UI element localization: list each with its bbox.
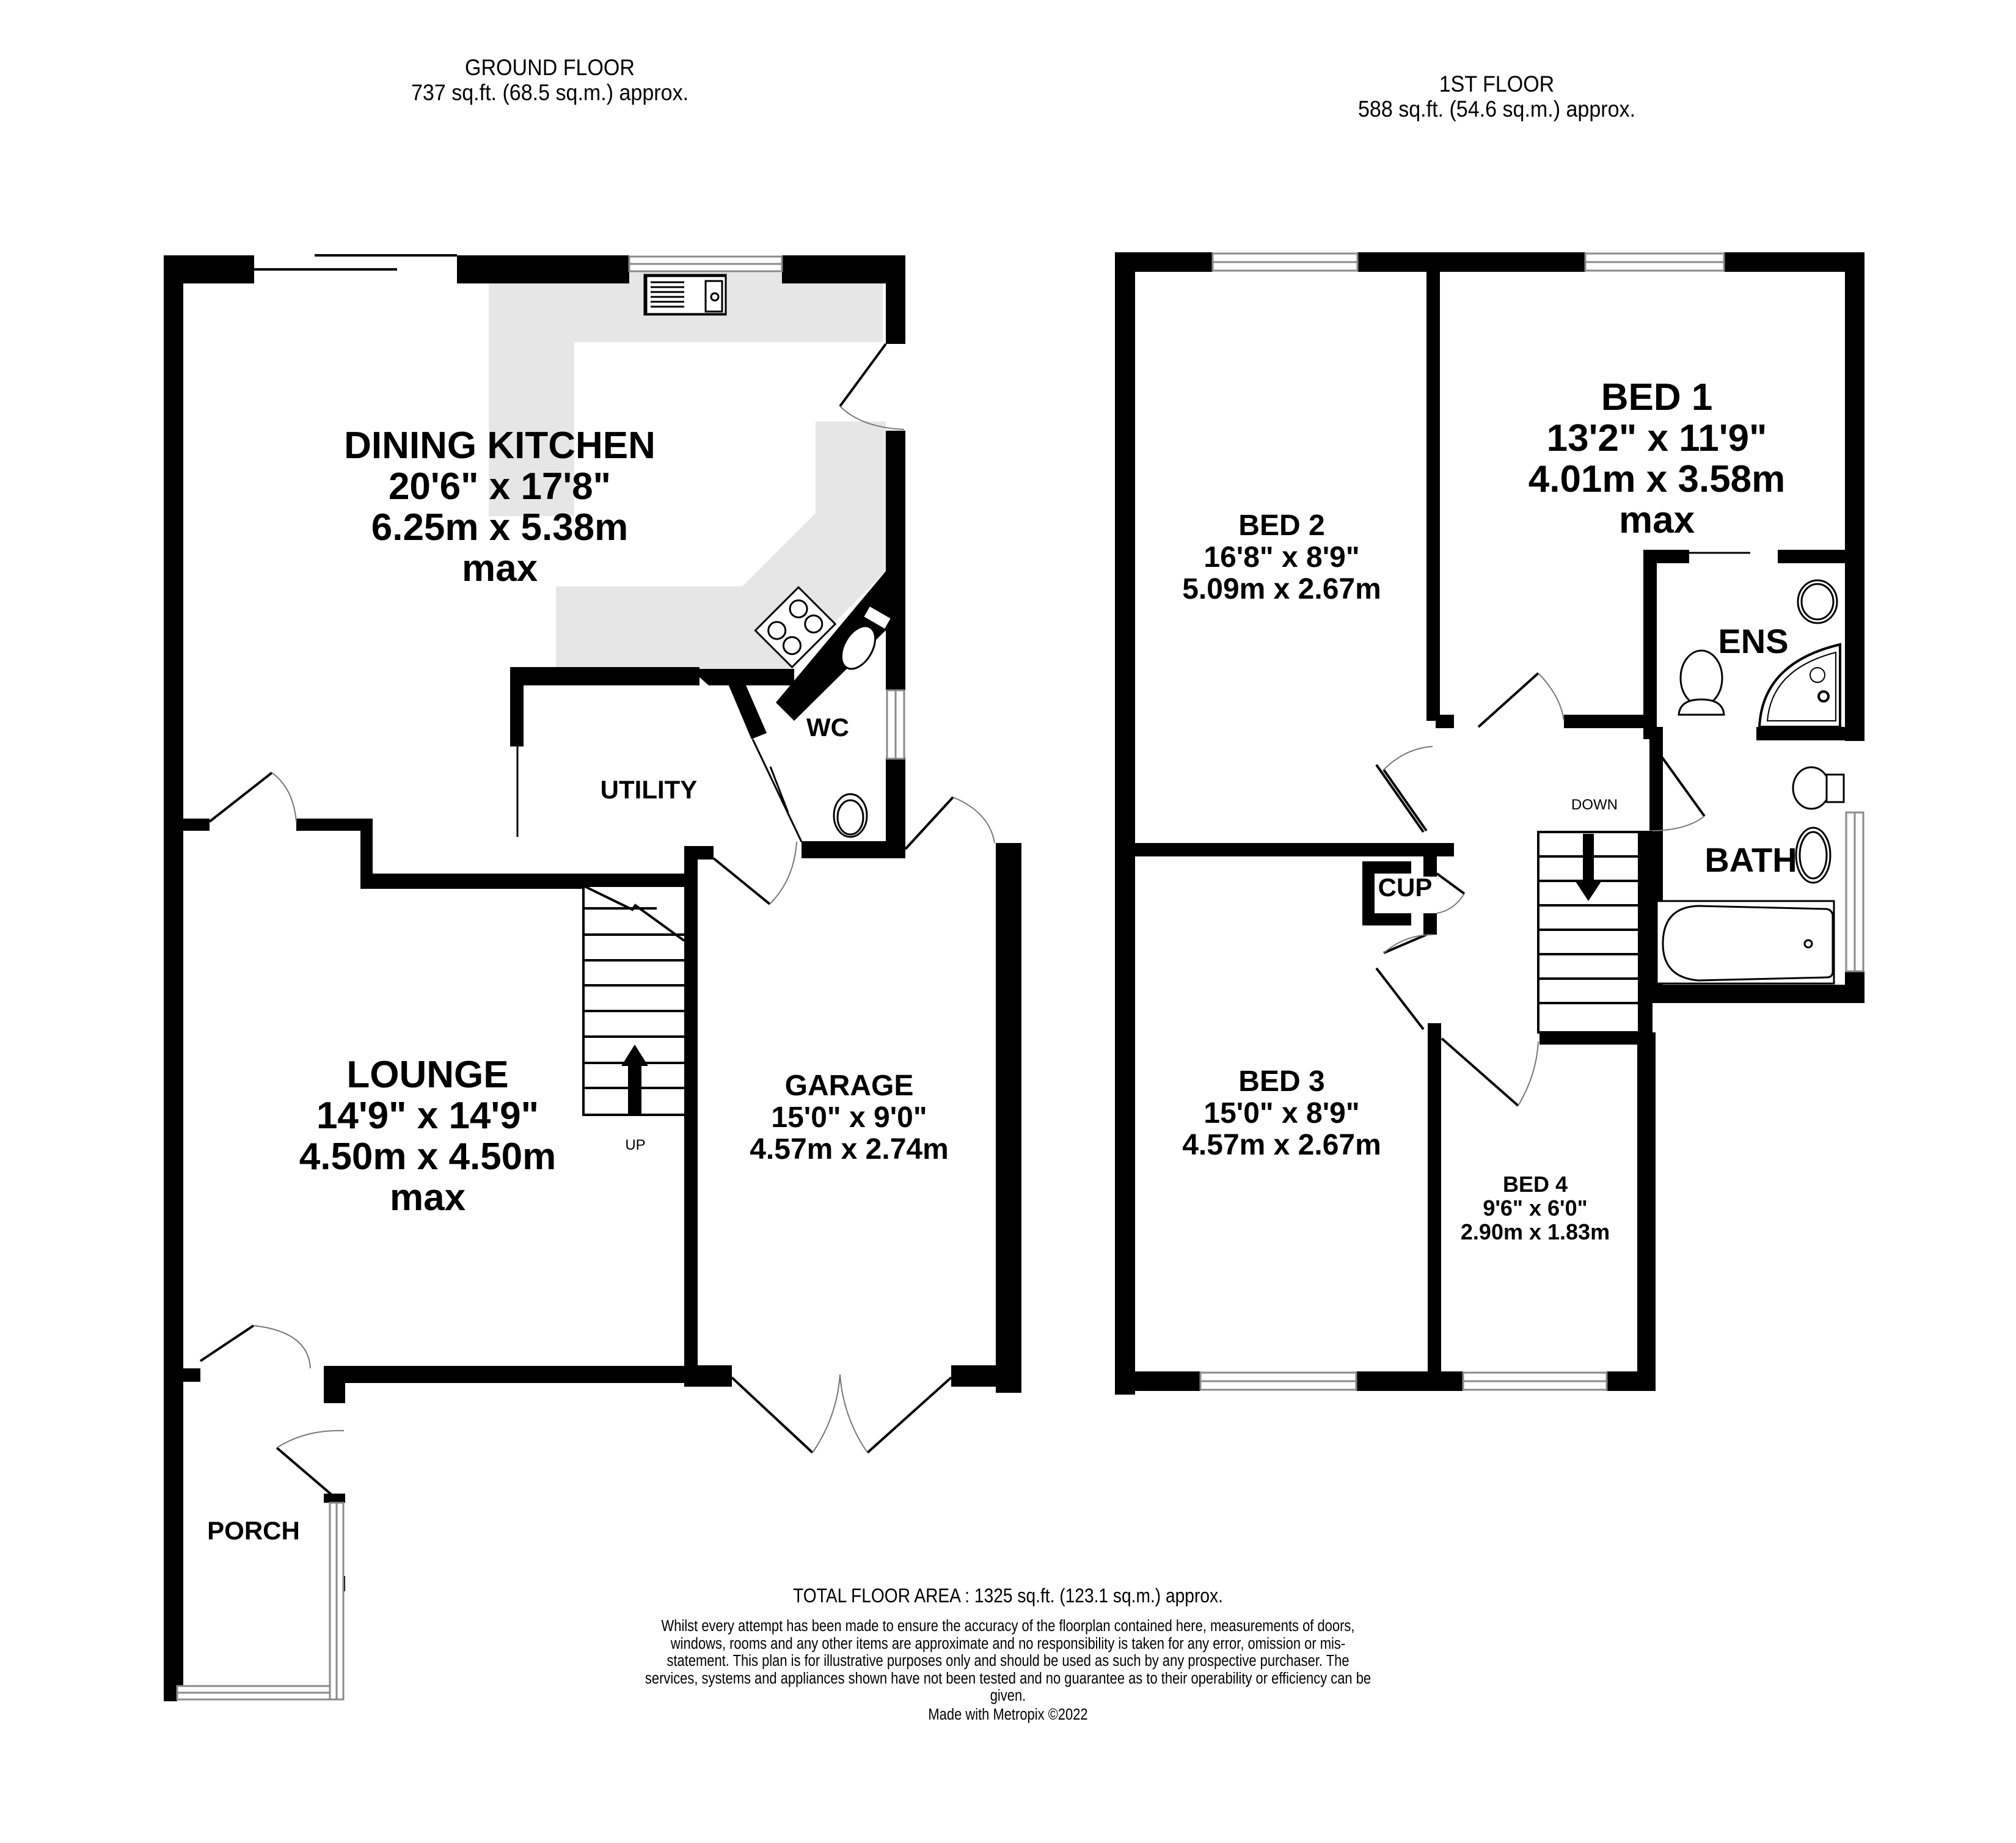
stairs-down-label: DOWN (1571, 797, 1618, 813)
metropix-credit: Made with Metropix ©2022 (928, 1706, 1088, 1723)
shower-tray-icon (1758, 643, 1841, 728)
landing-walls (1375, 764, 1425, 1031)
room-size-imperial: 15'0" x 9'0" (771, 1101, 927, 1134)
stairs-down-arrow-icon (1574, 834, 1602, 901)
room-label-wc: WC (806, 713, 849, 742)
total-floor-area: TOTAL FLOOR AREA : 1325 sq.ft. (123.1 sq… (793, 1585, 1223, 1607)
room-label-lounge: LOUNGE 14'9" x 14'9" 4.50m x 4.50m max (299, 1054, 557, 1219)
ground-floor-windows (176, 255, 905, 1701)
room-label-bed4: BED 4 9'6" x 6'0" 2.90m x 1.83m (1460, 1172, 1610, 1244)
room-label-bed3: BED 3 15'0" x 8'9" 4.57m x 2.67m (1182, 1066, 1381, 1161)
room-label-bed1: BED 1 13'2" x 11'9" 4.01m x 3.58m max (1528, 376, 1786, 541)
room-name: BED 3 (1238, 1065, 1325, 1098)
first-floor-walls (1115, 252, 1864, 1395)
room-label-cupboard: CUP (1378, 873, 1433, 902)
kitchen-sink-icon (643, 274, 727, 316)
stair-wall (1639, 831, 1653, 1035)
bath-basin-icon (1795, 827, 1832, 884)
room-size-metric: 4.01m x 3.58m (1528, 458, 1786, 500)
disclaimer-text: Whilst every attempt has been made to en… (645, 1618, 1371, 1705)
ground-floor-doors (199, 343, 995, 1496)
room-name: BED 1 (1601, 376, 1713, 418)
hob-icon (754, 586, 837, 669)
room-name: LOUNGE (346, 1054, 509, 1096)
first-floor-doors (1382, 552, 1750, 1107)
ground-floor-title: GROUND FLOOR (464, 55, 635, 80)
bath-toilet-icon (1792, 766, 1845, 810)
room-size-metric: 6.25m x 5.38m (371, 506, 629, 549)
room-size-imperial: 20'6" x 17'8" (388, 465, 612, 508)
room-size-imperial: 9'6" x 6'0" (1483, 1195, 1588, 1221)
stairs-up-label: UP (625, 1137, 646, 1153)
first-floor-area: 588 sq.ft. (54.6 sq.m.) approx. (1357, 97, 1636, 122)
room-name: BED 2 (1238, 509, 1325, 542)
room-size-imperial: 14'9" x 14'9" (316, 1094, 539, 1137)
ground-floor-plan (164, 254, 1021, 1701)
ground-floor-walls (164, 255, 1021, 1701)
room-label-garage: GARAGE 15'0" x 9'0" 4.57m x 2.74m (750, 1070, 949, 1165)
room-size-metric: 2.90m x 1.83m (1460, 1219, 1610, 1244)
wc-toilet-icon (840, 604, 893, 670)
room-name: BED 4 (1502, 1172, 1568, 1197)
patio-sliding-door (254, 254, 457, 271)
ensuite-toilet-icon (1678, 649, 1725, 716)
room-label-porch: PORCH (207, 1516, 300, 1545)
ensuite-basin-icon (1797, 579, 1838, 624)
ground-floor-area: 737 sq.ft. (68.5 sq.m.) approx. (411, 80, 689, 106)
room-label-bathroom: BATH (1704, 841, 1797, 879)
room-size-metric: 5.09m x 2.67m (1182, 572, 1381, 605)
room-size-metric: 4.57m x 2.67m (1182, 1128, 1381, 1161)
wc-basin-icon (833, 793, 868, 838)
room-label-bed2: BED 2 16'8" x 8'9" 5.09m x 2.67m (1182, 510, 1381, 605)
bathtub-icon (1656, 900, 1835, 985)
first-floor-header: 1ST FLOOR 588 sq.ft. (54.6 sq.m.) approx… (1358, 71, 1635, 122)
room-size-imperial: 16'8" x 8'9" (1203, 541, 1360, 574)
room-size-metric: 4.50m x 4.50m (299, 1135, 557, 1178)
first-floor-title: 1ST FLOOR (1439, 71, 1555, 97)
room-name: DINING KITCHEN (344, 425, 656, 467)
room-size-note: max (1618, 498, 1695, 541)
room-size-imperial: 13'2" x 11'9" (1546, 417, 1767, 459)
room-size-metric: 4.57m x 2.74m (750, 1133, 949, 1166)
room-label-ensuite: ENS (1718, 622, 1789, 660)
first-floor-windows (1199, 252, 1864, 1391)
stairs-up-arrow-icon (621, 1045, 648, 1115)
room-name: GARAGE (784, 1070, 914, 1102)
ground-floor-header: GROUND FLOOR 737 sq.ft. (68.5 sq.m.) app… (411, 55, 688, 106)
first-floor-plan (1115, 252, 1864, 1395)
room-label-dining-kitchen: DINING KITCHEN 20'6" x 17'8" 6.25m x 5.3… (344, 425, 656, 589)
room-size-imperial: 15'0" x 8'9" (1203, 1097, 1360, 1130)
room-size-note: max (461, 547, 538, 589)
room-size-note: max (389, 1176, 466, 1219)
room-label-utility: UTILITY (600, 775, 698, 804)
